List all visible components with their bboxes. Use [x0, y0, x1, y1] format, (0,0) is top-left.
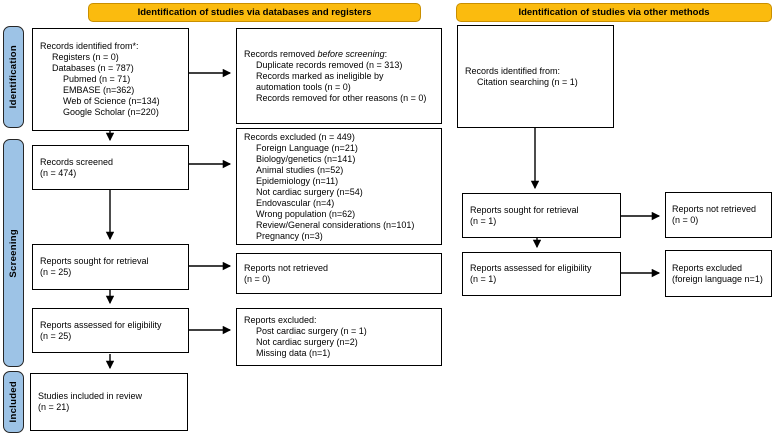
box-reports-sought-other: Reports sought for retrieval (n = 1)	[462, 193, 621, 238]
box-count: (n = 25)	[40, 267, 72, 277]
box-citation-identified: Records identified from:Citation searchi…	[457, 25, 614, 128]
box-line: Wrong population (n=62)	[256, 208, 356, 219]
box-line: Epidemiology (n=11)	[256, 175, 339, 186]
box-count: (n = 1)	[470, 215, 497, 226]
box-count: (n = 474)	[40, 167, 77, 178]
box-line: Records identified from*:	[40, 41, 139, 51]
header-databases-registers: Identification of studies via databases …	[88, 3, 421, 22]
stage-ribbon-screening: Screening	[3, 139, 24, 367]
records-removed-suffix: :	[384, 48, 388, 59]
box-line: Not cardiac surgery (n=2)	[256, 337, 358, 347]
box-label: Reports excluded	[672, 262, 743, 273]
box-label: Reports assessed for eligibility	[470, 263, 592, 273]
box-line: Review/General considerations (n=101)	[256, 219, 415, 230]
box-label: Reports sought for retrieval	[470, 204, 579, 215]
box-line: Endovascular (n=4)	[256, 197, 335, 208]
box-records-excluded: Records excluded (n = 449)Foreign Langua…	[236, 128, 442, 245]
box-records-removed: Records removed before screening: Duplic…	[236, 28, 442, 124]
box-reports-not-retrieved: Reports not retrieved (n = 0)	[236, 253, 442, 294]
box-line: Pubmed (n = 71)	[63, 74, 131, 84]
box-label: Studies included in review	[38, 391, 143, 401]
box-label: Reports not retrieved	[244, 262, 329, 273]
box-line: Records excluded (n = 449)	[244, 131, 355, 142]
stage-label-included: Included	[8, 381, 19, 423]
box-count: (n = 1)	[470, 274, 497, 284]
box-line: Animal studies (n=52)	[256, 164, 344, 175]
box-records-identified: Records identified from*:Registers (n = …	[32, 28, 189, 131]
box-line: Records removed for other reasons (n = 0…	[256, 92, 427, 103]
box-label: Reports assessed for eligibility	[40, 319, 162, 330]
box-label: Reports sought for retrieval	[40, 256, 149, 266]
box-lines: Duplicate records removed (n = 313)Recor…	[244, 60, 437, 104]
box-line: EMBASE (n=362)	[63, 85, 135, 95]
records-removed-prefix: Records removed	[244, 48, 318, 59]
box-line: Records marked as ineligible by	[256, 70, 384, 81]
box-reports-not-retrieved-other: Reports not retrieved (n = 0)	[665, 192, 772, 238]
box-line: Not cardiac surgery (n=54)	[256, 186, 363, 197]
box-line: Pregnancy (n=3)	[256, 230, 323, 241]
box-count: (foreign language n=1)	[672, 273, 763, 284]
box-line: Post cardiac surgery (n = 1)	[256, 326, 367, 336]
box-records-screened: Records screened (n = 474)	[32, 145, 189, 190]
box-label: Records screened	[40, 156, 114, 167]
box-reports-excluded: Reports excluded:Post cardiac surgery (n…	[236, 308, 442, 366]
stage-label-identification: Identification	[8, 45, 19, 109]
box-title: Records removed before screening:	[244, 49, 437, 60]
stage-ribbon-identification: Identification	[3, 26, 24, 128]
header-other-methods: Identification of studies via other meth…	[456, 3, 772, 22]
box-line: Missing data (n=1)	[256, 348, 331, 358]
box-count: (n = 0)	[244, 273, 271, 284]
box-line: Foreign Language (n=21)	[256, 142, 358, 153]
box-count: (n = 21)	[38, 402, 70, 412]
box-line: Reports excluded:	[244, 315, 317, 325]
box-label: Reports not retrieved	[672, 204, 757, 214]
box-line: Duplicate records removed (n = 313)	[256, 59, 403, 70]
box-line: automation tools (n = 0)	[256, 81, 351, 92]
box-studies-included: Studies included in review (n = 21)	[30, 373, 188, 431]
box-reports-assessed-other: Reports assessed for eligibility (n = 1)	[462, 252, 621, 296]
records-removed-italic: before screening	[317, 48, 385, 59]
stage-ribbon-included: Included	[3, 371, 24, 433]
box-line: Records identified from:	[465, 65, 561, 76]
box-line: Databases (n = 787)	[52, 63, 134, 73]
box-line: Google Scholar (n=220)	[63, 107, 159, 117]
box-reports-excluded-other: Reports excluded (foreign language n=1)	[665, 250, 772, 297]
box-count: (n = 25)	[40, 330, 72, 341]
box-reports-assessed: Reports assessed for eligibility (n = 25…	[32, 308, 189, 353]
box-line: Biology/genetics (n=141)	[256, 153, 356, 164]
stage-label-screening: Screening	[8, 228, 19, 278]
box-line: Registers (n = 0)	[52, 52, 119, 62]
box-count: (n = 0)	[672, 215, 699, 225]
box-line: Web of Science (n=134)	[63, 96, 160, 106]
box-reports-sought: Reports sought for retrieval (n = 25)	[32, 244, 189, 290]
box-line: Citation searching (n = 1)	[477, 76, 578, 87]
